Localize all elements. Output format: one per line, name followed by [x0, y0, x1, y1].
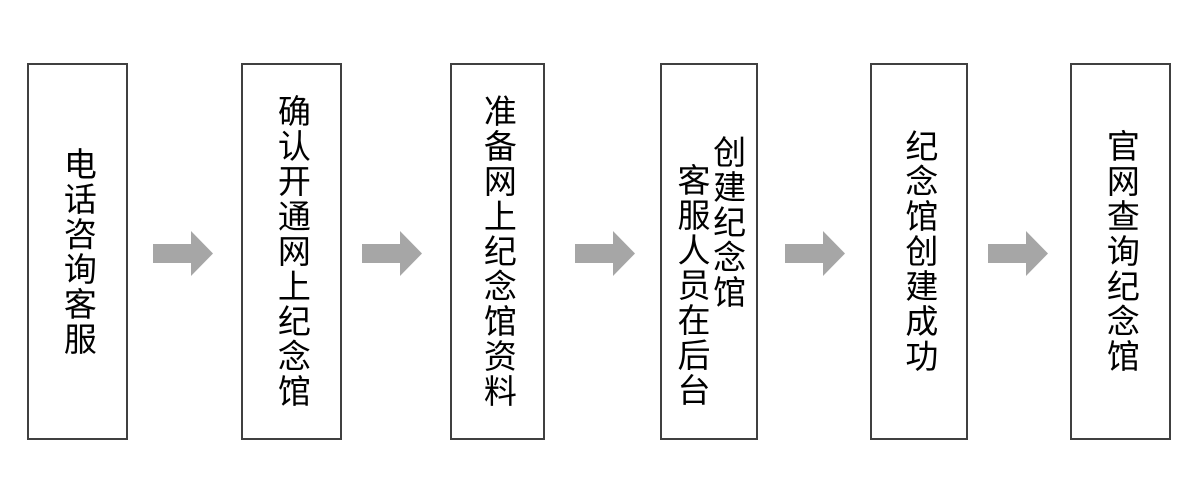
flow-arrow-3-icon — [575, 231, 635, 276]
flow-arrow-2-icon — [362, 231, 422, 276]
process-node-3[interactable]: 准备网上纪念馆资料 — [450, 63, 545, 440]
process-node-2[interactable]: 确认开通网上纪念馆 — [241, 63, 342, 440]
flow-arrow-1-icon — [153, 231, 213, 276]
process-node-5-label: 纪念馆创建成功 — [899, 129, 939, 374]
process-node-1[interactable]: 电话咨询客服 — [27, 63, 128, 440]
process-node-2-label: 确认开通网上纪念馆 — [272, 94, 312, 409]
flow-arrow-5-icon — [988, 231, 1048, 276]
process-node-6-label: 官网查询纪念馆 — [1101, 129, 1141, 374]
process-node-3-label: 准备网上纪念馆资料 — [478, 94, 518, 409]
process-node-5[interactable]: 纪念馆创建成功 — [870, 63, 968, 440]
process-node-4-label-primary: 创建纪念馆 — [707, 135, 747, 310]
process-node-1-label: 电话咨询客服 — [58, 146, 98, 357]
process-node-6[interactable]: 官网查询纪念馆 — [1070, 63, 1171, 440]
process-node-4-label-secondary: 客服人员在后台 — [672, 163, 711, 408]
process-node-4[interactable]: 创建纪念馆 客服人员在后台 — [660, 63, 758, 440]
flow-arrow-4-icon — [785, 231, 845, 276]
